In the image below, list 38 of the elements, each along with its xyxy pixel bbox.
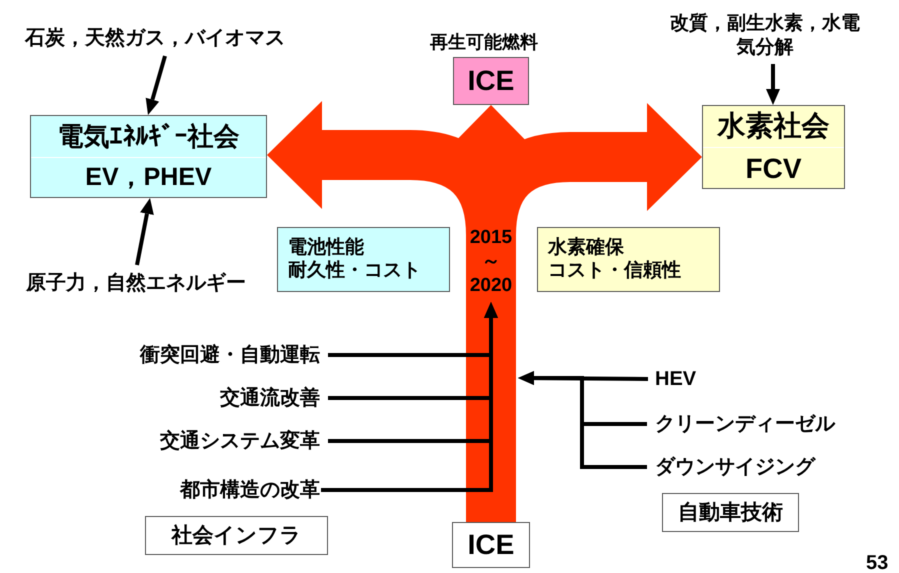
label-text: 衝突回避・自動運転 xyxy=(60,340,320,370)
text-box xyxy=(662,493,799,532)
text-box xyxy=(452,522,530,568)
label-text: 交通システム変革 xyxy=(60,426,320,456)
box-text: ICE xyxy=(466,64,516,98)
box-text: 自動車技術 xyxy=(677,500,784,526)
box-heading: 水素確保 xyxy=(548,236,625,260)
label-text: 都市構造の改革 xyxy=(60,475,320,505)
box-text: ICE xyxy=(466,528,516,562)
label-text: 石炭，天然ガス，バイオマス xyxy=(5,20,305,56)
page-number: 53 xyxy=(866,552,888,573)
label-text: 原子力，自然エネルギー xyxy=(5,265,267,301)
text-box xyxy=(453,57,529,105)
arrow xyxy=(518,371,647,469)
arrow xyxy=(766,64,780,105)
box-text: コスト・信頼性 xyxy=(548,260,682,282)
box-text: FCV xyxy=(744,152,802,186)
box-text: EV，PHEV xyxy=(84,162,213,192)
text-box xyxy=(537,227,720,292)
box-heading: 電池性能 xyxy=(288,236,365,260)
year-label: 2015 ～ 2020 xyxy=(466,222,516,302)
text-box xyxy=(702,105,845,189)
arrow xyxy=(146,55,167,115)
label-text: 改質，副生水素，水電気分解 xyxy=(670,8,860,64)
label-text: ダウンサイジング xyxy=(655,452,885,482)
caption-text: 再生可能燃料 xyxy=(430,31,538,52)
box-text: 耐久性・コスト xyxy=(288,260,422,282)
text-box xyxy=(145,516,328,555)
label-text: クリーンディーゼル xyxy=(655,409,885,439)
box-heading: 電気ｴﾈﾙｷﾞｰ社会 xyxy=(31,121,266,158)
arrow xyxy=(135,198,154,266)
text-box xyxy=(30,115,267,198)
label-text: 交通流改善 xyxy=(60,383,320,413)
box-heading: 水素社会 xyxy=(703,108,844,148)
text-box xyxy=(277,227,450,292)
arrow xyxy=(321,302,498,492)
box-text: 社会インフラ xyxy=(170,522,302,548)
label-text: HEV xyxy=(655,364,885,394)
